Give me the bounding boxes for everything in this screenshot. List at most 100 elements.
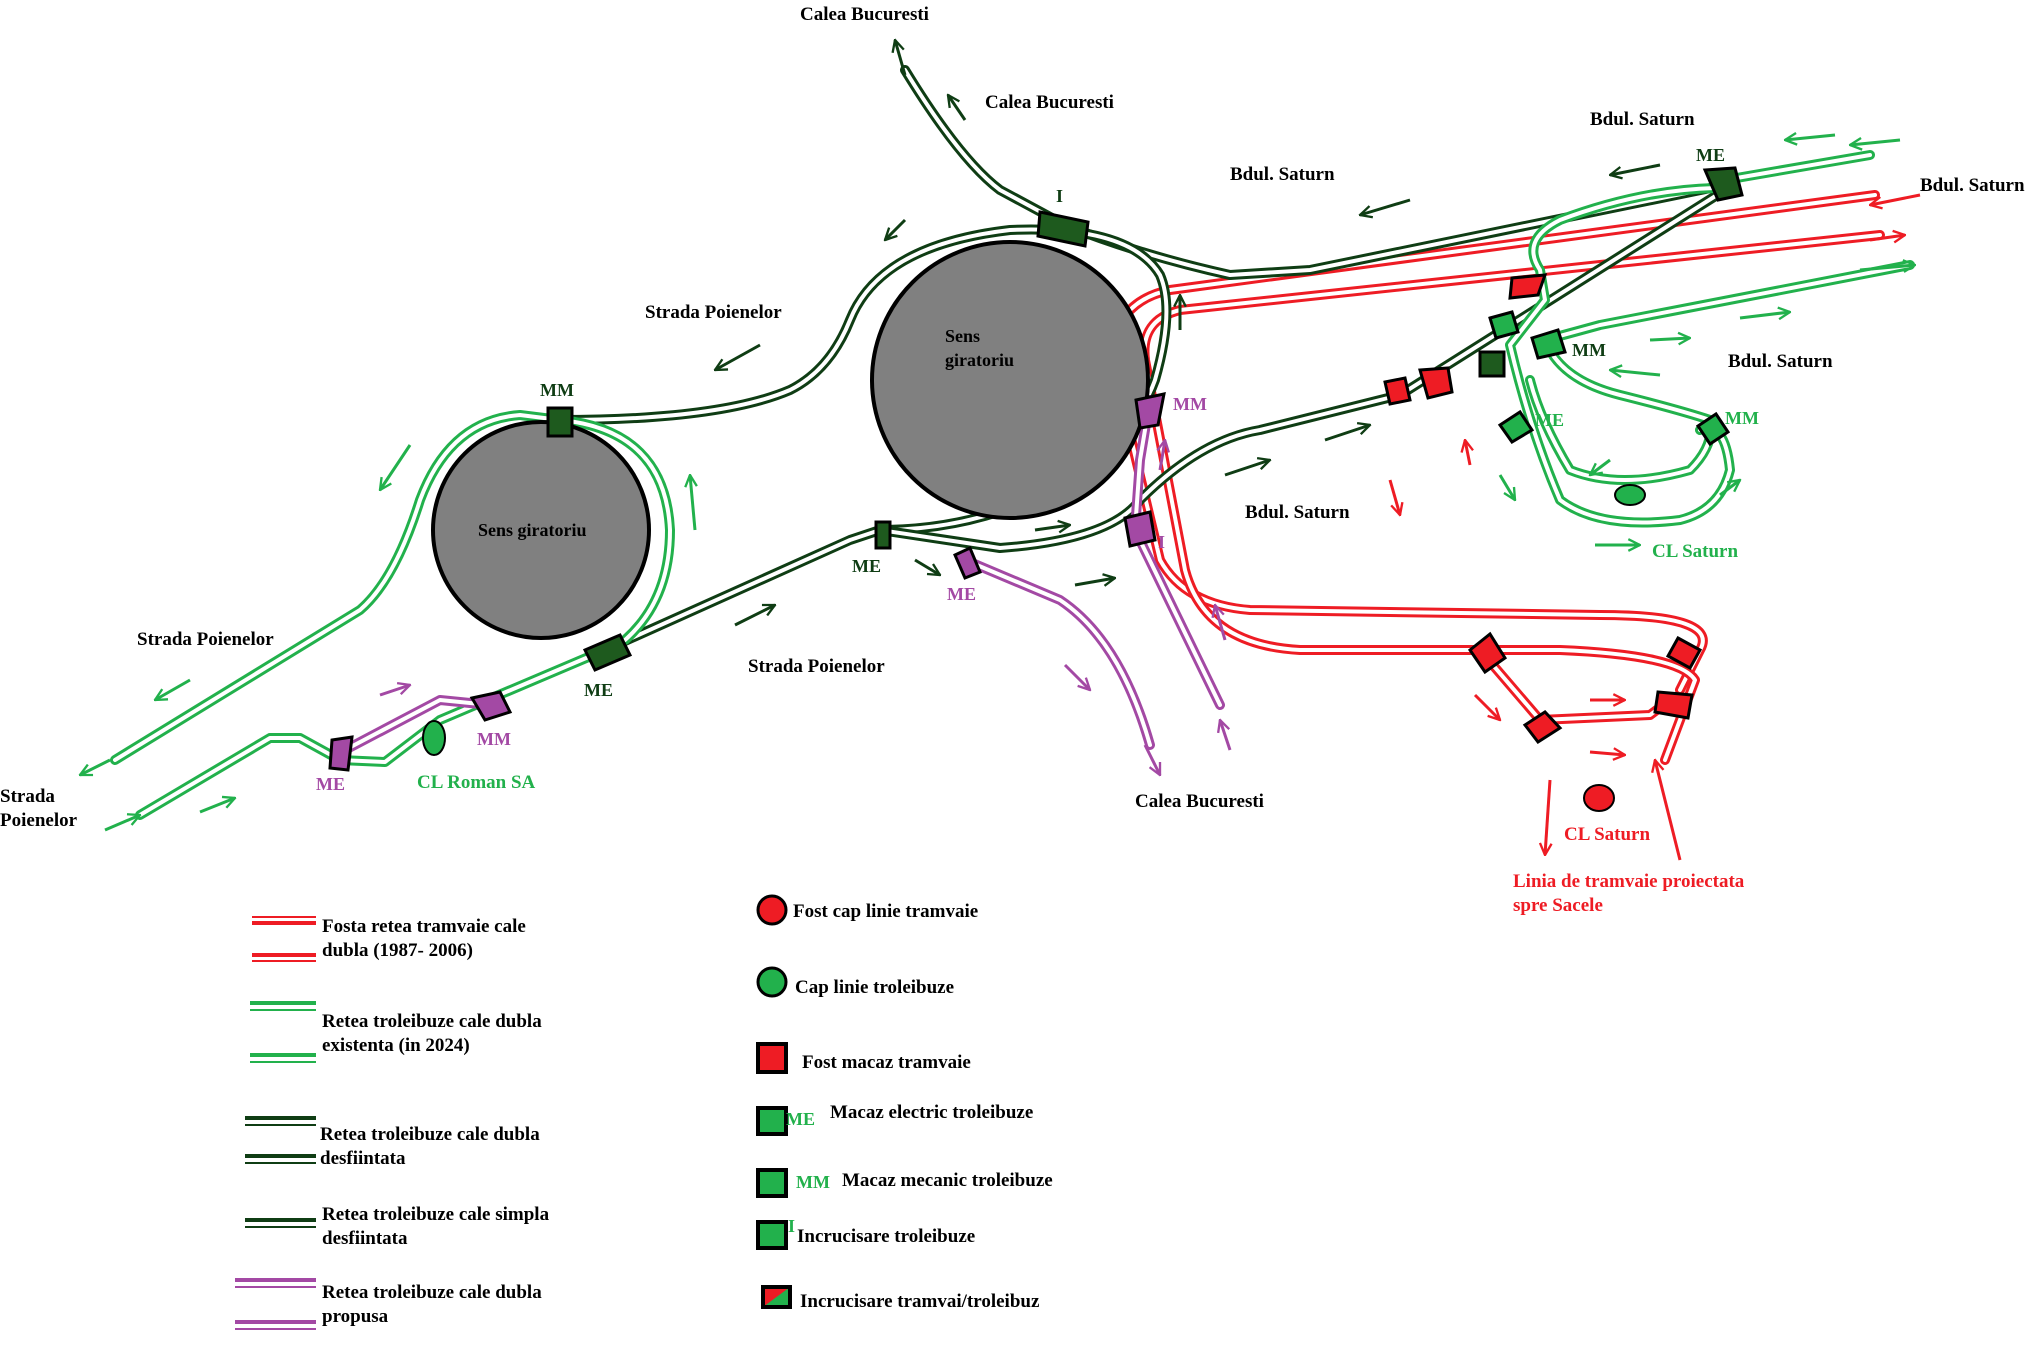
switch-labels: MM ME I ME ME MM I MM ME ME MM ME MM	[316, 145, 1759, 794]
label-calea-bucuresti-mid: Calea Bucuresti	[985, 92, 1114, 113]
switch-saturn-dark	[1478, 350, 1506, 378]
legend-line-3-text-2: desfiintata	[320, 1148, 406, 1169]
arrow-green	[1498, 474, 1515, 500]
legend-symbol-mechanic-switch: MM Macaz mecanic troleibuze	[756, 1168, 1053, 1198]
arrow-red	[1655, 760, 1682, 861]
arrow-purple	[1160, 440, 1165, 471]
switch-me-purple-small	[328, 735, 354, 772]
switch-label: MM	[477, 729, 511, 749]
tram-tram-switch-1	[1508, 273, 1548, 300]
label-strada-poienelor-left-1: Strada	[0, 786, 55, 807]
switch-label: ME	[1696, 145, 1725, 165]
legend-line-1-text-1: Fosta retea tramvaie cale	[322, 916, 526, 937]
label-calea-bucuresti-top: Calea Bucuresti	[800, 4, 929, 25]
arrow-dark	[734, 603, 775, 627]
street-labels: Calea Bucuresti Calea Bucuresti Calea Bu…	[0, 4, 2025, 831]
label-bdul-saturn-4: Bdul. Saturn	[1728, 351, 1833, 372]
arrow-purple	[1063, 663, 1090, 690]
switch-me-mid	[874, 520, 892, 550]
legend-line-5-text-1: Retea troleibuze cale dubla	[322, 1282, 542, 1303]
crossing-i-purple	[1123, 510, 1157, 548]
arrow-dark	[914, 558, 940, 575]
tram-switch-lower-2	[1653, 690, 1694, 720]
switch-me-purple	[953, 545, 982, 580]
switch-label: ME	[947, 584, 976, 604]
switch-mm-purple	[1134, 392, 1166, 430]
arrow-dark	[1224, 460, 1270, 477]
label-strada-poienelor-3: Strada Poienelor	[748, 656, 885, 677]
switch-mm-saturn-1	[1530, 328, 1567, 360]
switch-label: I	[1158, 532, 1165, 552]
arrow-purple	[1220, 720, 1232, 751]
label-cl-saturn-trolley: CL Saturn	[1652, 541, 1738, 562]
arrow-red	[1869, 235, 1905, 240]
legend-line-2-text-1: Retea troleibuze cale dubla	[322, 1011, 542, 1032]
trolley-line-existing	[110, 150, 1915, 820]
switches	[328, 166, 1744, 772]
legend-symbol-tram-terminal: Fost cap linie tramvaie	[756, 894, 978, 926]
legend-symbol-3-label: Fost macaz tramvaie	[802, 1052, 971, 1073]
arrow-green	[80, 758, 111, 777]
label-cl-roman: CL Roman SA	[417, 772, 536, 793]
switch-label: MM	[1173, 394, 1207, 414]
terminal-cl-roman	[422, 720, 446, 756]
tram-switch-lower	[1522, 710, 1563, 745]
arrow-red	[1388, 479, 1400, 515]
arrow-green	[1610, 370, 1661, 375]
label-bdul-saturn-5: Bdul. Saturn	[1245, 502, 1350, 523]
roundabout-small-label: Sens giratoriu	[478, 520, 587, 540]
legend-symbol-5-code: MM	[796, 1172, 830, 1192]
arrow-red	[1465, 440, 1470, 466]
legend-line-4-text-2: desfiintata	[322, 1228, 408, 1249]
arrow-purple	[379, 685, 410, 697]
arrow-dark	[895, 40, 907, 76]
arrow-dark	[1034, 525, 1070, 530]
legend-line-5-text-2: propusa	[322, 1306, 389, 1327]
legend-item-trolley-existing: Retea troleibuze cale dubla existenta (i…	[250, 1001, 542, 1063]
label-bdul-saturn-2: Bdul. Saturn	[1920, 175, 2025, 196]
legend: Fosta retea tramvaie cale dubla (1987- 2…	[235, 894, 1053, 1330]
switch-label: ME	[1535, 410, 1564, 430]
arrow-dark	[1610, 163, 1661, 175]
legend-symbol-trolley-terminal: Cap linie troleibuze	[756, 966, 954, 998]
legend-line-2-text-2: existenta (in 2024)	[322, 1035, 470, 1056]
arrow-dark	[1360, 198, 1411, 215]
arrow-green	[1739, 312, 1790, 318]
arrow-green	[199, 798, 235, 814]
legend-symbol-trolley-crossing: I Incrucisare troleibuze	[756, 1216, 975, 1250]
legend-symbol-tram-switch: Fost macaz tramvaie	[756, 1042, 971, 1074]
legend-symbol-tram-trolley-crossing: Incrucisare tramvai/troleibuz	[761, 1285, 1040, 1312]
terminal-cl-saturn-tram	[1583, 784, 1615, 812]
switch-mm-purple-small	[469, 690, 513, 722]
tram-line-former	[1105, 190, 1885, 765]
tram-switch-loop-2	[1665, 635, 1703, 671]
legend-symbol-5-label: Macaz mecanic troleibuze	[842, 1170, 1053, 1191]
roundabout-small: Sens giratoriu	[431, 420, 651, 640]
legend-symbol-1-label: Fost cap linie tramvaie	[793, 901, 978, 922]
legend-item-trolley-abolished-single: Retea troleibuze cale simpla desfiintata	[245, 1204, 550, 1249]
switch-label: ME	[852, 556, 881, 576]
crossing-i-top	[1036, 210, 1090, 248]
label-bdul-saturn-3: Bdul. Saturn	[1230, 164, 1335, 185]
arrow-red	[1473, 693, 1500, 720]
legend-item-trolley-abolished-double: Retea troleibuze cale dubla desfiintata	[245, 1116, 540, 1169]
switch-mm-saturn-2	[1695, 411, 1731, 447]
arrow-green	[1649, 338, 1690, 340]
label-strada-poienelor-left-2: Poienelor	[0, 810, 78, 831]
arrow-green	[380, 444, 412, 490]
legend-symbol-2-label: Cap linie troleibuze	[795, 977, 954, 998]
arrow-green	[1590, 458, 1611, 475]
switch-me-bdul-saturn	[1702, 166, 1744, 202]
arrow-green	[1859, 265, 1915, 270]
legend-line-1-text-2: dubla (1987- 2006)	[322, 940, 473, 961]
trolley-line-proposed	[340, 395, 1225, 755]
roundabout-big: Sens giratoriu	[870, 240, 1150, 520]
label-cl-saturn-tram: CL Saturn	[1564, 824, 1650, 845]
arrow-green	[1719, 480, 1740, 497]
switch-label: ME	[584, 680, 613, 700]
switch-mm-small-roundabout	[546, 406, 574, 438]
terminal-cl-saturn-trolley	[1614, 484, 1646, 506]
legend-item-tram-former: Fosta retea tramvaie cale dubla (1987- 2…	[252, 916, 526, 962]
arrow-green	[1785, 135, 1836, 140]
label-bdul-saturn-1: Bdul. Saturn	[1590, 109, 1695, 130]
